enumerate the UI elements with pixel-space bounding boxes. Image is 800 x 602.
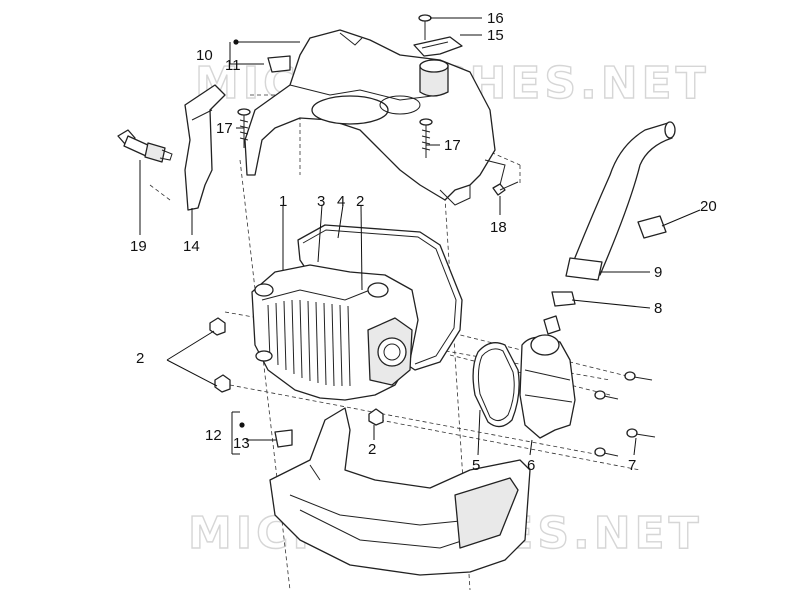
lower-cover-part-12: [269, 407, 531, 576]
label-5: 5: [472, 457, 480, 474]
label-20: 20: [700, 198, 717, 215]
screw-part-17-left: [237, 108, 251, 148]
clip-part-15: [413, 36, 463, 57]
bolt-part-7-a: [624, 371, 653, 381]
label-2a: 2: [136, 350, 144, 367]
group-bullet-12: [239, 422, 245, 428]
spark-plug-part-19: [117, 129, 173, 163]
label-15: 15: [487, 27, 504, 44]
o-ring-part-5: [472, 342, 520, 428]
label-3: 3: [317, 193, 325, 210]
label-14: 14: [183, 238, 200, 255]
heat-shield-part-14: [184, 84, 226, 211]
oil-separator-part-6: [519, 315, 576, 439]
hose-clamp-part-8: [551, 291, 576, 307]
label-11: 11: [225, 57, 241, 74]
screw-part-17-right: [419, 118, 433, 158]
bolt-part-7-c: [626, 428, 656, 438]
screw-part-16: [418, 14, 432, 40]
label-1: 1: [279, 193, 287, 210]
label-4: 4: [337, 193, 345, 210]
label-8: 8: [654, 300, 662, 317]
cylinder-head-cover-part-1: [251, 264, 419, 401]
upper-cover-part-10: [244, 29, 506, 206]
label-19: 19: [130, 238, 147, 255]
group-bullet-10: [233, 39, 239, 45]
reference-labels: 1 2 2 2 3 4 5 6 7 8 9 10 11 12 13 14 15 …: [130, 10, 717, 474]
label-13: 13: [233, 435, 250, 452]
label-18: 18: [490, 219, 507, 236]
label-17b: 17: [444, 137, 461, 154]
bolt-part-7-b: [594, 390, 619, 400]
label-16: 16: [487, 10, 504, 27]
bolt-part-2-b: [214, 374, 231, 393]
label-6: 6: [527, 457, 535, 474]
label-2c: 2: [368, 441, 376, 458]
cooling-fins: [267, 299, 351, 387]
label-9: 9: [654, 264, 662, 281]
clip-part-13: [274, 429, 293, 448]
label-10: 10: [196, 47, 213, 64]
bolt-part-2-c: [368, 408, 384, 426]
clip-part-20: [637, 215, 667, 239]
leader-lines: [139, 17, 701, 456]
label-17a: 17: [216, 120, 233, 137]
label-2b: 2: [356, 193, 364, 210]
bolt-part-18: [492, 181, 519, 196]
label-7: 7: [628, 457, 636, 474]
clip-part-11: [267, 55, 291, 73]
bolt-part-7-d: [594, 447, 619, 457]
hose-part-9: [565, 121, 676, 281]
label-12: 12: [205, 427, 222, 444]
